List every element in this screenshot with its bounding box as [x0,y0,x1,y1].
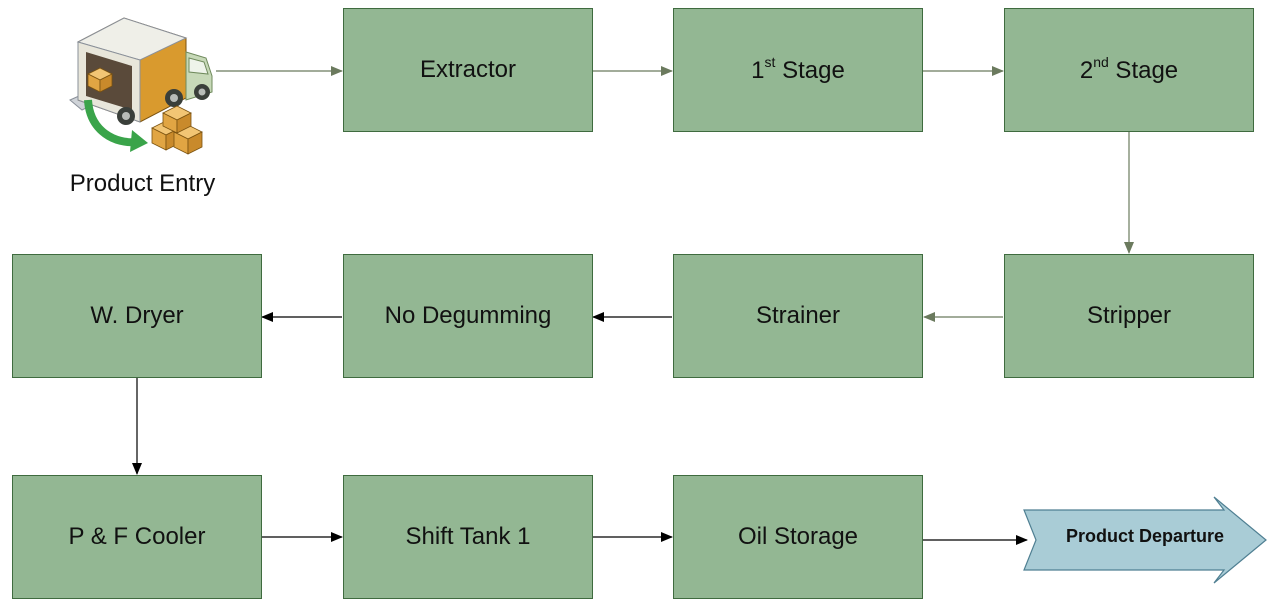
oil-storage-label: Oil Storage [737,523,859,550]
w-dryer-label: W. Dryer [90,302,184,329]
pf-cooler-node: P & F Cooler [12,475,262,599]
product-entry-label: Product Entry [69,170,216,197]
no-degumming-label: No Degumming [384,302,552,329]
pf-cooler-label: P & F Cooler [68,523,206,550]
stripper-label: Stripper [1086,302,1172,329]
second-stage-node: 2nd Stage [1004,8,1254,132]
first-stage-label: 1st Stage [751,53,845,84]
strainer-node: Strainer [673,254,923,378]
stripper-node: Stripper [1004,254,1254,378]
first-stage-node: 1st Stage [673,8,923,132]
extractor-node: Extractor [343,8,593,132]
shift-tank-node: Shift Tank 1 [343,475,593,599]
product-departure-label: Product Departure [1065,526,1225,546]
no-degumming-node: No Degumming [343,254,593,378]
strainer-label: Strainer [755,302,841,329]
delivery-truck-icon [69,17,213,155]
shift-tank-label: Shift Tank 1 [405,523,531,550]
second-stage-label: 2nd Stage [1079,53,1179,84]
extractor-label: Extractor [419,56,517,83]
w-dryer-node: W. Dryer [12,254,262,378]
oil-storage-node: Oil Storage [673,475,923,599]
departure-arrow-icon [1023,496,1267,584]
